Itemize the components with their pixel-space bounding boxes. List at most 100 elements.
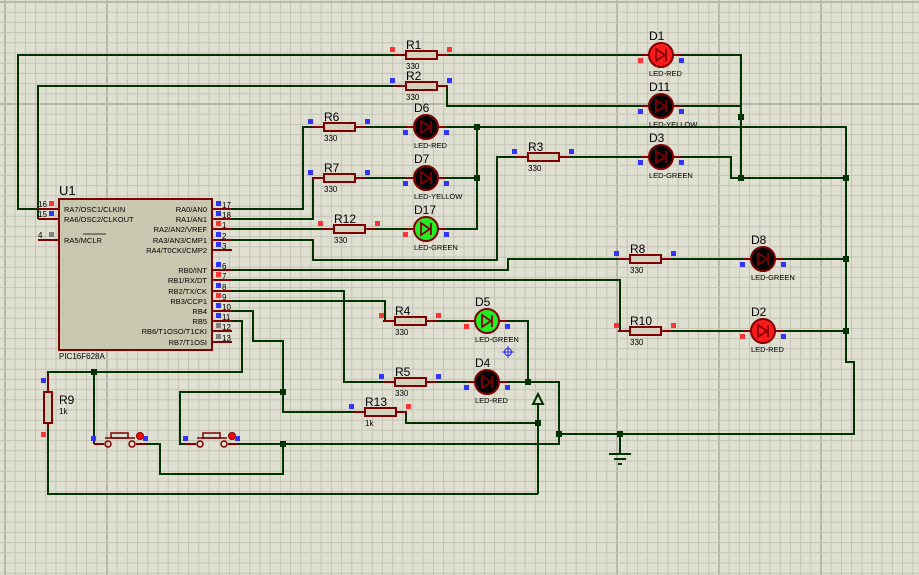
led-ref: D8: [751, 233, 767, 247]
pin-state-indicator: [318, 221, 323, 226]
led-ref: D5: [475, 295, 491, 309]
wire-junction: [91, 369, 97, 375]
diode-icon: [757, 251, 769, 267]
resistor-ref: R7: [324, 161, 340, 175]
resistor-r3[interactable]: R3 330: [512, 140, 574, 173]
pin-state-indicator: [365, 119, 370, 124]
pin-name: RB4: [192, 307, 207, 316]
u1-ref: U1: [59, 183, 76, 198]
pin-number: 15: [38, 210, 47, 219]
diode-icon: [655, 149, 667, 165]
pin-state-indicator: [216, 221, 221, 226]
pin-state-indicator: [390, 78, 395, 83]
pin-state-indicator: [436, 374, 441, 379]
resistor-ref: R13: [365, 395, 387, 409]
wire-junction: [738, 175, 744, 181]
pin-state-indicator: [638, 109, 643, 114]
pin-state-indicator: [49, 201, 54, 206]
pin-state-indicator: [638, 160, 643, 165]
led-type: LED-RED: [649, 69, 683, 78]
pin-name: RB3/CCP1: [170, 297, 207, 306]
pin-number: 7: [222, 272, 227, 281]
pin-state-indicator: [216, 232, 221, 237]
buttons: [91, 432, 240, 448]
pin-state-indicator: [308, 119, 313, 124]
wire: [446, 126, 847, 331]
resistor-ref: R10: [630, 314, 652, 328]
u1-body: [58, 198, 213, 351]
wire: [17, 54, 394, 210]
resistor-ref: R9: [59, 393, 75, 407]
pin-state-indicator: [216, 313, 221, 318]
resistor-value: 330: [528, 164, 542, 173]
led-type: LED-RED: [475, 396, 509, 405]
diode-icon: [420, 170, 432, 186]
pin-state-indicator: [464, 324, 469, 329]
wire: [47, 320, 243, 376]
pin-state-indicator: [740, 262, 745, 267]
pin-state-indicator: [216, 293, 221, 298]
pin-state-indicator: [91, 436, 96, 441]
wire-junction: [474, 124, 480, 130]
pin-state-indicator: [614, 323, 619, 328]
diode-icon: [420, 119, 432, 135]
actuator-icon[interactable]: [228, 432, 236, 440]
wire-junction: [474, 175, 480, 181]
resistor-ref: R3: [528, 140, 544, 154]
pin-state-indicator: [216, 334, 221, 339]
push-button-1[interactable]: [91, 432, 148, 448]
wire: [559, 330, 855, 435]
pin-state-indicator: [379, 374, 384, 379]
resistor-value: 330: [406, 93, 420, 102]
wire: [232, 258, 618, 271]
wire-junction: [280, 441, 286, 447]
led-body: [413, 165, 439, 191]
push-button-2[interactable]: [183, 432, 240, 448]
actuator-icon[interactable]: [136, 432, 144, 440]
pin-number: 16: [38, 200, 47, 209]
led-ref: D6: [414, 101, 430, 115]
diode-icon: [655, 98, 667, 114]
microcontroller-u1[interactable]: U1 PIC16F628A 16RA7/OSC1/CLKIN15RA6/OSC2…: [38, 183, 232, 361]
led-body: [648, 42, 674, 68]
